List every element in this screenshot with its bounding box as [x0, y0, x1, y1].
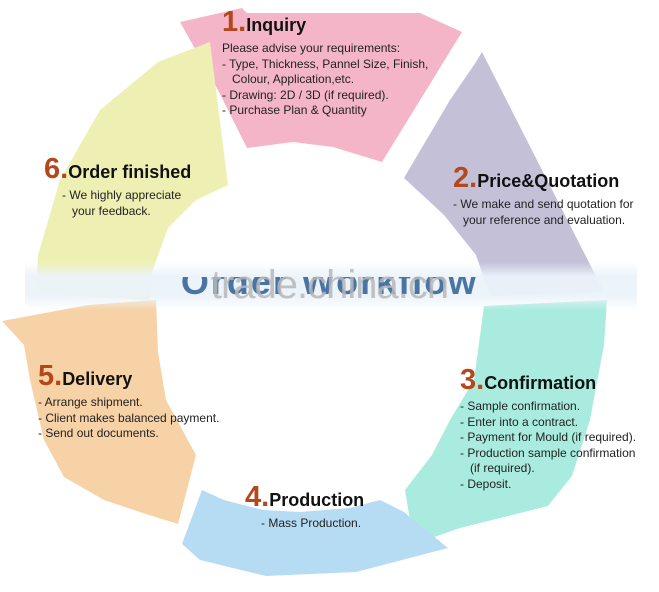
step-line: - Enter into a contract. [460, 414, 579, 429]
step-line: Colour, Application,etc. [222, 72, 355, 86]
step-number: 2. [453, 162, 478, 194]
step-body: - Arrange shipment.- Client makes balanc… [38, 395, 219, 442]
arrow-segment-5 [2, 300, 196, 524]
step-order-finished: 6.Order finished - We highly appreciate … [44, 155, 191, 219]
arrow-segment-3 [405, 300, 607, 544]
step-line: - Send out documents. [38, 426, 159, 440]
center-band [25, 262, 637, 310]
step-line: - We highly appreciate [62, 188, 182, 202]
step-line: (if required). [460, 461, 535, 475]
arrow-segment-1 [180, 8, 462, 162]
step-line: - Sample confirmation. [460, 399, 581, 413]
step-production: 4.Production - Mass Production. [245, 483, 364, 532]
step-body: - Mass Production. [245, 516, 364, 532]
step-line: - Purchase Plan & Quantity [222, 103, 367, 117]
step-number: 4. [245, 481, 270, 513]
step-line: - Arrange shipment. [38, 395, 143, 409]
watermark-text: trade.china.cn [210, 263, 449, 307]
step-line: - Deposit. [460, 476, 512, 491]
step-title: Price&Quotation [477, 171, 620, 191]
step-title: Delivery [62, 369, 133, 389]
step-title: Order finished [68, 162, 192, 182]
step-body: Please advise your requirements:- Type, … [222, 41, 428, 119]
arrow-segment-6 [36, 42, 228, 300]
step-line: your reference and evaluation. [453, 212, 626, 227]
step-inquiry: 1.Inquiry Please advise your requirement… [222, 8, 428, 119]
step-line: - Client makes balanced payment. [38, 410, 220, 425]
step-line: - Drawing: 2D / 3D (if required). [222, 87, 389, 102]
step-price-quotation: 2.Price&Quotation - We make and send quo… [453, 164, 634, 228]
step-title: Inquiry [246, 15, 307, 35]
step-line: - Payment for Mould (if required). [460, 430, 637, 444]
step-title: Production [269, 490, 365, 510]
step-title: Confirmation [484, 373, 597, 393]
step-body: - We highly appreciate your feedback. [44, 188, 191, 219]
step-line: - Mass Production. [261, 516, 362, 530]
step-line: - Type, Thickness, Pannel Size, Finish, [222, 56, 429, 71]
step-number: 6. [44, 153, 69, 185]
arrow-segment-4 [182, 490, 448, 576]
step-line: - We make and send quotation for [453, 197, 634, 211]
arrow-segment-2 [404, 52, 604, 296]
step-line: Please advise your requirements: [222, 41, 401, 55]
step-number: 1. [222, 6, 247, 38]
step-line: - Production sample confirmation [460, 445, 636, 460]
step-confirmation: 3.Confirmation - Sample confirmation.- E… [460, 366, 636, 492]
step-line: your feedback. [62, 203, 151, 218]
step-body: - We make and send quotation for your re… [453, 197, 634, 228]
step-number: 5. [38, 360, 63, 392]
step-number: 3. [460, 364, 485, 396]
step-body: - Sample confirmation.- Enter into a con… [460, 399, 636, 492]
center-title: Order Workflow [180, 261, 479, 302]
step-delivery: 5.Delivery - Arrange shipment.- Client m… [38, 362, 219, 442]
